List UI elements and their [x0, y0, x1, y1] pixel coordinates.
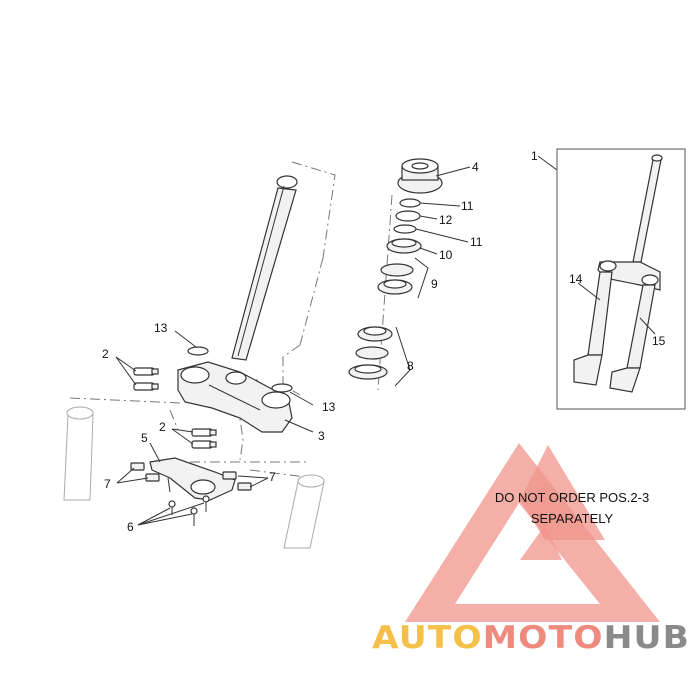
mounting-bracket [149, 457, 236, 501]
ghost-fork-tube-right [283, 474, 325, 549]
steering-stem [231, 175, 298, 361]
adjusting-nut [397, 158, 443, 194]
bolt-lower-1 [191, 428, 217, 437]
nut-left-2 [145, 473, 160, 482]
bolt-lower-2 [191, 440, 217, 449]
watermark-logo-triangle [405, 443, 660, 622]
callout-5: 5 [141, 431, 148, 445]
callout-13-lower: 13 [322, 400, 336, 414]
ghost-fork-tube-left [63, 406, 94, 501]
callout-labels: 1 2 2 3 4 5 6 7 7 8 9 10 11 11 12 13 13 … [102, 149, 666, 534]
nut-left-1 [130, 462, 145, 471]
callout-2-upper: 2 [102, 347, 109, 361]
upper-bearing-set [377, 263, 414, 295]
callout-12: 12 [439, 213, 453, 227]
screw-1 [168, 500, 176, 515]
callout-7-right: 7 [269, 470, 276, 484]
spacer-ring [395, 210, 421, 222]
callout-8: 8 [407, 359, 414, 373]
callout-6: 6 [127, 520, 134, 534]
callout-10: 10 [439, 248, 453, 262]
callout-11-lower: 11 [470, 235, 483, 249]
washer-upper [399, 198, 421, 208]
callout-1: 1 [531, 149, 538, 163]
alignment-lines [69, 161, 393, 479]
upper-bearing-cup [386, 238, 422, 254]
o-ring-upper [187, 346, 209, 356]
callout-2-lower: 2 [159, 420, 166, 434]
nut-right-2 [237, 482, 252, 491]
watermark-auto: AUTO [372, 620, 483, 656]
lower-fork-yoke [177, 361, 293, 433]
order-note: DO NOT ORDER POS.2-3 SEPARATELY [495, 490, 649, 526]
callout-13-upper: 13 [154, 321, 168, 335]
order-note-line-1: DO NOT ORDER POS.2-3 [495, 490, 649, 505]
nut-right-1 [222, 471, 237, 480]
washer-lower [393, 224, 417, 234]
callout-11-upper: 11 [461, 199, 474, 213]
order-note-line-2: SEPARATELY [531, 511, 614, 526]
bolt-upper-2 [133, 382, 159, 391]
callout-15: 15 [652, 334, 666, 348]
callout-7-left: 7 [104, 477, 111, 491]
callout-14: 14 [569, 272, 583, 286]
bolt-upper-1 [133, 367, 159, 376]
callout-9: 9 [431, 277, 438, 291]
leader-lines [115, 155, 656, 526]
screw-3 [202, 495, 210, 512]
callout-4: 4 [472, 160, 479, 174]
o-ring-lower [271, 383, 293, 393]
complete-fork-assembly [573, 154, 663, 393]
watermark-hub: HUB [604, 620, 690, 656]
lower-bearing-set [348, 326, 393, 380]
callout-3: 3 [318, 429, 325, 443]
watermark-moto: MOTO [483, 620, 604, 656]
screw-2 [190, 507, 198, 526]
